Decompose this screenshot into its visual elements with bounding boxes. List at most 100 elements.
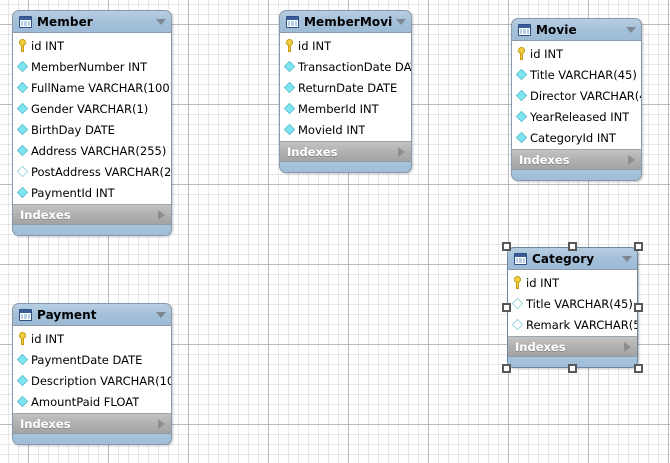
column-diamond-icon (16, 186, 29, 199)
column-row[interactable]: Gender VARCHAR(1) (13, 98, 171, 119)
column-label: Title VARCHAR(45) (530, 67, 637, 82)
chevron-down-icon[interactable] (622, 255, 632, 262)
resize-handle-n[interactable] (568, 242, 577, 251)
table-figure-movie[interactable]: Movie id INT Title VARCHAR(45) Director VAR… (511, 18, 642, 181)
table-name: Category (532, 251, 595, 266)
resize-handle-s[interactable] (568, 364, 577, 373)
column-row[interactable]: id INT (280, 35, 411, 56)
column-row[interactable]: Title VARCHAR(45) (508, 293, 637, 314)
column-label: ReturnDate DATE (298, 80, 398, 95)
column-label: AmountPaid FLOAT (31, 394, 140, 409)
indexes-label: Indexes (287, 144, 338, 159)
table-header[interactable]: Movie (512, 19, 641, 41)
indexes-section[interactable]: Indexes (13, 205, 171, 225)
column-row[interactable]: id INT (512, 43, 641, 64)
resize-handle-nw[interactable] (502, 242, 511, 251)
table-header[interactable]: Member (13, 11, 171, 33)
column-row[interactable]: Address VARCHAR(255) (13, 140, 171, 161)
column-row[interactable]: Description VARCHAR(100) (13, 370, 171, 391)
indexes-section[interactable]: Indexes (280, 142, 411, 162)
column-label: MovieId INT (298, 122, 366, 137)
table-header[interactable]: Category (508, 248, 637, 270)
column-list: id INT Title VARCHAR(45) Director VARCHAR(… (512, 41, 641, 150)
table-footer-strip (280, 162, 411, 172)
column-list: id INT MemberNumber INT FullName VARCHAR(1… (13, 33, 171, 205)
table-name: Member (37, 14, 93, 29)
resize-handle-se[interactable] (634, 364, 643, 373)
column-row[interactable]: CategoryId INT (512, 127, 641, 148)
table-figure-membermovie[interactable]: MemberMovie id INT TransactionDate DATE Ret… (279, 10, 412, 173)
column-label: MemberNumber INT (31, 59, 148, 74)
column-list: id INT Title VARCHAR(45)Remark VARCHAR(50… (508, 270, 637, 337)
column-row[interactable]: AmountPaid FLOAT (13, 391, 171, 412)
column-diamond-icon (16, 81, 29, 94)
column-label: MemberId INT (298, 101, 379, 116)
column-row[interactable]: MovieId INT (280, 119, 411, 140)
arrow-right-icon[interactable] (398, 146, 405, 157)
column-row[interactable]: id INT (13, 328, 171, 349)
resize-handle-e[interactable] (634, 303, 643, 312)
column-label: FullName VARCHAR(100) (31, 80, 171, 95)
column-diamond-icon (16, 123, 29, 136)
column-row[interactable]: Remark VARCHAR(500) (508, 314, 637, 335)
resize-handle-sw[interactable] (502, 364, 511, 373)
column-label: id INT (526, 275, 560, 290)
resize-handle-ne[interactable] (634, 242, 643, 251)
primary-key-icon (516, 47, 527, 60)
column-diamond-icon (511, 318, 524, 331)
column-row[interactable]: Title VARCHAR(45) (512, 64, 641, 85)
table-header[interactable]: MemberMovie (280, 11, 411, 33)
primary-key-icon (17, 39, 28, 52)
column-row[interactable]: FullName VARCHAR(100) (13, 77, 171, 98)
column-row[interactable]: MemberNumber INT (13, 56, 171, 77)
table-name: MemberMovie (304, 14, 392, 29)
arrow-right-icon[interactable] (624, 341, 631, 352)
chevron-down-icon[interactable] (396, 18, 406, 25)
column-diamond-icon (16, 102, 29, 115)
table-icon (19, 15, 32, 28)
column-label: PostAddress VARCHAR(255) (31, 164, 171, 179)
arrow-right-icon[interactable] (158, 209, 165, 220)
column-row[interactable]: MemberId INT (280, 98, 411, 119)
column-row[interactable]: Director VARCHAR(45) (512, 85, 641, 106)
column-row[interactable]: PostAddress VARCHAR(255) (13, 161, 171, 182)
column-row[interactable]: PaymentDate DATE (13, 349, 171, 370)
column-list: id INT PaymentDate DATE Description VARCHA… (13, 326, 171, 414)
arrow-right-icon[interactable] (628, 154, 635, 165)
column-diamond-icon (515, 131, 528, 144)
column-label: Description VARCHAR(100) (31, 373, 171, 388)
primary-key-icon (512, 276, 523, 289)
column-diamond-icon (515, 68, 528, 81)
table-figure-member[interactable]: Member id INT MemberNumber INT FullName VAR… (12, 10, 172, 236)
arrow-right-icon[interactable] (158, 418, 165, 429)
column-row[interactable]: ReturnDate DATE (280, 77, 411, 98)
column-row[interactable]: id INT (13, 35, 171, 56)
indexes-section[interactable]: Indexes (512, 150, 641, 170)
column-label: id INT (31, 38, 65, 53)
column-row[interactable]: TransactionDate DATE (280, 56, 411, 77)
chevron-down-icon[interactable] (156, 311, 166, 318)
indexes-section[interactable]: Indexes (13, 414, 171, 434)
column-list: id INT TransactionDate DATE ReturnDate DAT… (280, 33, 411, 142)
column-row[interactable]: PaymentId INT (13, 182, 171, 203)
column-label: PaymentDate DATE (31, 352, 143, 367)
chevron-down-icon[interactable] (626, 26, 636, 33)
indexes-section[interactable]: Indexes (508, 337, 637, 357)
indexes-label: Indexes (519, 152, 570, 167)
indexes-label: Indexes (20, 207, 71, 222)
chevron-down-icon[interactable] (156, 18, 166, 25)
resize-handle-w[interactable] (502, 303, 511, 312)
column-row[interactable]: id INT (508, 272, 637, 293)
column-diamond-icon (16, 144, 29, 157)
column-row[interactable]: YearReleased INT (512, 106, 641, 127)
column-label: id INT (298, 38, 332, 53)
column-diamond-icon (16, 353, 29, 366)
table-name: Movie (536, 22, 577, 37)
column-label: Director VARCHAR(45) (530, 88, 641, 103)
column-diamond-icon (283, 102, 296, 115)
column-row[interactable]: BirthDay DATE (13, 119, 171, 140)
table-header[interactable]: Payment (13, 304, 171, 326)
table-figure-category[interactable]: Category id INT Title VARCHAR(45)Remark VA… (507, 247, 638, 368)
primary-key-icon (284, 39, 295, 52)
